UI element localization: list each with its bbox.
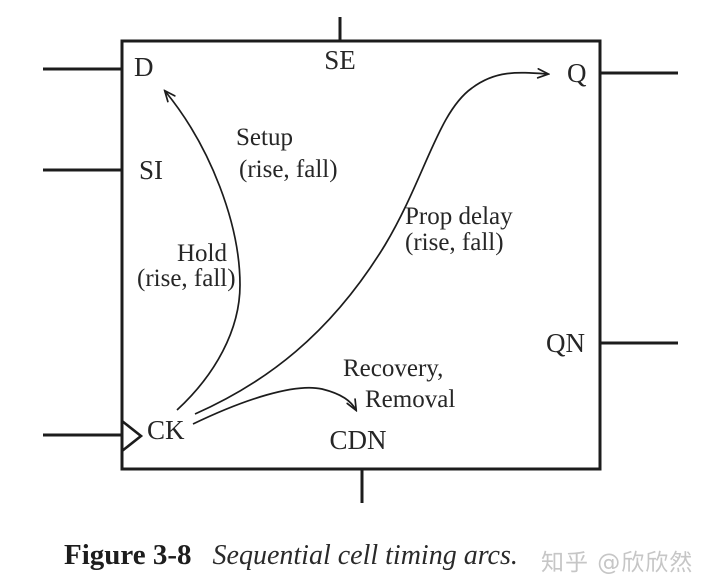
setup-arc-label-line1: Setup [236, 124, 293, 151]
watermark-text: 知乎 @欣欣然 [541, 550, 694, 576]
figure-caption: Figure 3-8 Sequential cell timing arcs. [64, 539, 518, 572]
figure-caption-title: Sequential cell timing arcs. [212, 540, 518, 571]
pin-label-q: Q [567, 58, 587, 88]
prop-delay-arc-label-line1: Prop delay [405, 203, 513, 230]
pin-label-ck: CK [147, 415, 185, 445]
pin-label-si: SI [139, 155, 164, 185]
figure-caption-number: Figure 3-8 [64, 539, 192, 571]
prop-delay-arc-arrow [194, 73, 548, 415]
recovery-removal-arc-arrow [192, 386, 356, 425]
pin-label-d: D [134, 52, 154, 82]
hold-arc-label-line1: Hold [177, 240, 227, 267]
hold-arc-label-line2: (rise, fall) [137, 265, 236, 292]
recovery-arc-label-line1: Recovery, [343, 355, 444, 382]
setup-arc-label-line2: (rise, fall) [239, 156, 338, 183]
pin-label-se: SE [324, 45, 356, 75]
clock-wedge-icon [121, 419, 144, 453]
pin-label-qn: QN [546, 328, 585, 358]
prop-delay-arc-label-line2: (rise, fall) [405, 229, 504, 256]
pin-label-cdn: CDN [329, 425, 387, 455]
recovery-arc-label-line2: Removal [365, 386, 456, 413]
setup-hold-arc-arrow [165, 91, 241, 411]
